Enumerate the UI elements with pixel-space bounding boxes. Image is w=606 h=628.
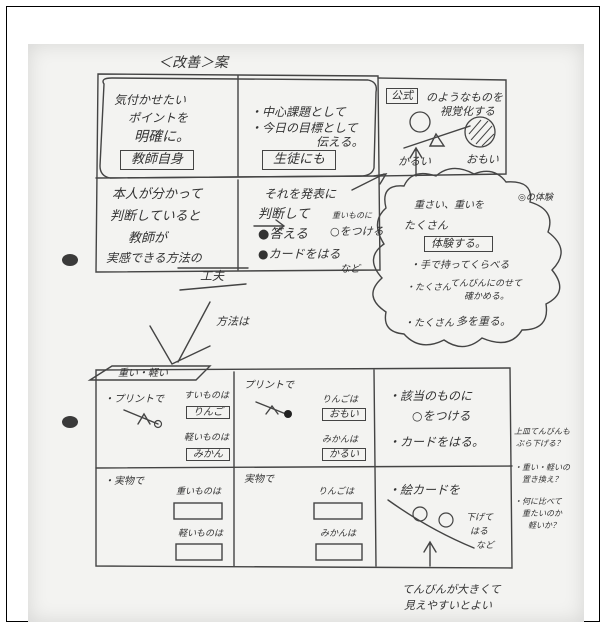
top-c2-line2: ・今日の目標として bbox=[250, 121, 358, 135]
right-note-1: 上皿てんびんも bbox=[514, 427, 570, 436]
top-c1-line2: ポイントを bbox=[128, 111, 189, 125]
top-c2-line1: ・中心課題として bbox=[250, 105, 346, 119]
footer-line1: てんびんが大きくて bbox=[402, 583, 501, 596]
cloud-line2: たくさん bbox=[404, 219, 448, 232]
punch-hole-lower bbox=[62, 416, 78, 428]
mid-c2-card: ●カードをはる bbox=[258, 247, 341, 261]
cloud-line4: ・手で持ってくらべる bbox=[410, 260, 510, 271]
top-c3-line1: のようなものを bbox=[426, 91, 503, 104]
method-arrow-label: 方法は bbox=[216, 315, 249, 328]
mid-c1-line4: 実感できる方法の bbox=[106, 251, 202, 265]
top-c1-box: 教師自身 bbox=[120, 150, 195, 171]
page-title: ＜改善＞案 bbox=[158, 55, 228, 71]
r1c2-box1: おもい bbox=[322, 408, 366, 421]
top-c2-line3: 伝える。 bbox=[316, 135, 364, 149]
cloud-line7: 確かめる。 bbox=[464, 292, 510, 302]
r2c1-line1: ・実物で bbox=[104, 476, 144, 487]
mid-c2-line1: それを発表に bbox=[264, 187, 337, 201]
mid-c1-line1: 本人が分かって bbox=[112, 187, 203, 202]
punch-hole-upper bbox=[62, 254, 78, 266]
top-c3-line2: 視覚化する bbox=[440, 105, 495, 118]
r2c2-label2: みかんは bbox=[320, 529, 357, 539]
footer-line2: 見えやすいとよい bbox=[404, 599, 492, 612]
top-c3-light: かるい bbox=[398, 155, 431, 168]
top-c3-heavy: おもい bbox=[466, 153, 499, 166]
r1c3-line2: ○をつける bbox=[412, 409, 471, 423]
mid-c2-line2: 判断して bbox=[258, 207, 310, 222]
r1c2-label2: みかんは bbox=[322, 435, 359, 445]
r1c1-label: すいものは bbox=[184, 391, 230, 401]
cloud-line8: ・たくさん bbox=[404, 318, 454, 329]
r2c2-label: りんごは bbox=[318, 487, 355, 497]
mid-c2-circle: ○をつける bbox=[330, 225, 384, 238]
mid-c2-etc: など bbox=[340, 264, 360, 275]
r1c1-box1: りんご bbox=[186, 406, 230, 419]
cloud-line3: 体験する。 bbox=[424, 236, 493, 253]
top-c3-badge: 公式 bbox=[386, 88, 418, 105]
r2c1-label2: 軽いものは bbox=[178, 529, 224, 539]
mid-c2-small-note: 重いものに bbox=[332, 211, 372, 220]
r1c3-line3: ・カードをはる。 bbox=[388, 435, 485, 449]
cloud-line1: 重さい、重いを bbox=[414, 200, 484, 211]
mid-c1-line2: 判断していると bbox=[110, 209, 201, 224]
r1c1-line1: ・プリントで bbox=[104, 394, 164, 405]
cloud-line6: てんびんにのせて bbox=[450, 279, 523, 289]
paper-sheet bbox=[28, 44, 584, 622]
r2c3-line1: ・絵カードを bbox=[388, 483, 461, 497]
cloud-line5: ・たくさん bbox=[406, 283, 452, 293]
right-note-6: 重たいのか bbox=[522, 509, 562, 518]
right-note-2: ぶら下げる？ bbox=[516, 439, 564, 448]
r1c1-light-label: 軽いものは bbox=[184, 433, 230, 443]
r1c3-line1: ・該当のものに bbox=[388, 389, 473, 403]
mid-c2-answer: ●答える bbox=[258, 227, 308, 242]
top-c2-box: 生徒にも bbox=[262, 150, 337, 171]
cloud-side-note: ◎の体験 bbox=[518, 193, 553, 203]
mid-c1-line3: 教師が bbox=[128, 231, 168, 246]
right-note-7: 軽いか？ bbox=[528, 521, 560, 530]
r2c3-line4: など bbox=[476, 541, 495, 551]
r1c2-line1: プリントで bbox=[244, 380, 294, 391]
right-note-3: ・重い・軽いの bbox=[514, 463, 570, 472]
mid-c1-line5: 工夫 bbox=[200, 269, 225, 283]
top-c1-line1: 気付かせたい bbox=[114, 93, 187, 107]
r1c2-label: りんごは bbox=[322, 395, 359, 405]
bottom-tag: 重い・軽い bbox=[118, 368, 168, 379]
cloud-line9: 多を重る。 bbox=[456, 315, 511, 328]
right-note-5: ・何に比べて bbox=[514, 497, 562, 506]
r2c3-line3: はる bbox=[470, 527, 489, 537]
r1c2-box2: かるい bbox=[322, 448, 366, 461]
r2c3-line2: 下げて bbox=[466, 513, 494, 523]
r2c2-line1: 実物で bbox=[244, 474, 274, 485]
right-note-4: 置き換え？ bbox=[522, 475, 562, 484]
r2c1-label: 重いものは bbox=[176, 487, 222, 497]
r1c1-box2: みかん bbox=[186, 448, 230, 461]
top-c1-line3: 明確に。 bbox=[134, 129, 190, 145]
